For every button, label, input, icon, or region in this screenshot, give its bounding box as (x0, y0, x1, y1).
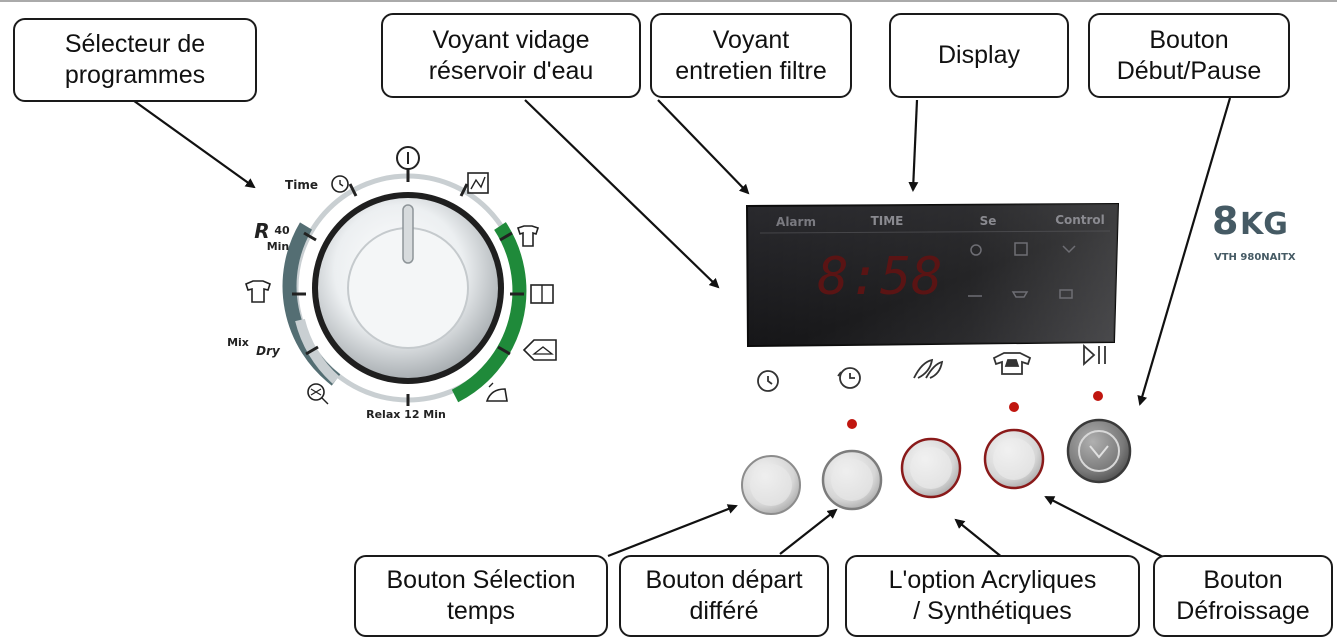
dial-r40-unit: Min (267, 240, 290, 253)
callout-anti-crease: Bouton Défroissage (1153, 555, 1333, 637)
display-alarm-label: Alarm (776, 215, 816, 229)
display-digits: 8:58 (817, 247, 942, 307)
dial-dry-label: Dry (256, 344, 281, 358)
shirt-icon (516, 225, 540, 247)
arrow-display (908, 99, 919, 192)
anti-crease-button[interactable] (983, 428, 1045, 490)
callout-start-pause: Bouton Début/Pause (1088, 13, 1290, 98)
callout-arrows (129, 97, 1232, 559)
start-pause-button[interactable] (1066, 418, 1132, 484)
arrow-anti-crease (1044, 496, 1166, 559)
display-control-label: Control (1055, 213, 1105, 227)
clock-icon (757, 370, 779, 392)
display-time-label: TIME (871, 214, 904, 228)
dial-pointer (402, 204, 414, 264)
dial-mix-label: Mix (227, 336, 249, 349)
dial-ticks (292, 168, 524, 406)
shirt-iron-icon (992, 352, 1032, 375)
led-start-pause (1093, 391, 1103, 401)
delay-start-button[interactable] (821, 449, 883, 511)
arrow-filter (657, 99, 750, 195)
led-anti-crease (1009, 402, 1019, 412)
tshirt-icon (245, 280, 271, 303)
arrow-acrylic (954, 518, 1004, 559)
arrow-program-selector (129, 97, 256, 189)
acrylic-synthetic-button[interactable] (900, 437, 962, 499)
led-delay-start (847, 419, 857, 429)
synthetics-icon (467, 172, 489, 194)
dial-light-segment (295, 318, 340, 384)
callout-delay-start: Bouton départ différé (619, 555, 829, 637)
brand-capacity-unit: KG (1240, 207, 1288, 242)
timer-clock-icon (331, 175, 349, 193)
dial-green-segment (451, 222, 527, 403)
program-dial[interactable]: Time R 40 Min Mix Dry Relax 12 Min (227, 146, 557, 421)
dial-relax-label: Relax 12 Min (366, 408, 446, 421)
feather-icon (913, 358, 944, 379)
brand-capacity-number: 8 (1212, 199, 1238, 243)
callout-program-selector: Sélecteur de programmes (13, 18, 257, 102)
brand-model: VTH 980NAITX (1214, 252, 1296, 263)
arrow-delay-start (779, 508, 838, 555)
dial-r40-num: 40 (274, 224, 290, 237)
callout-time-select: Bouton Sélection temps (354, 555, 608, 637)
hanger-icon (522, 339, 557, 361)
arrow-time-select (607, 504, 738, 558)
callout-filter-light: Voyant entretien filtre (650, 13, 852, 98)
delay-start-icon (837, 367, 861, 389)
callout-acrylic-option: L'option Acryliques / Synthétiques (845, 555, 1140, 637)
dial-time-label: Time (285, 178, 318, 192)
callout-water-tank-light: Voyant vidage réservoir d'eau (381, 13, 641, 98)
arrow-water-tank (524, 99, 720, 289)
display-symbol-icons (968, 242, 1076, 299)
play-pause-icon (1083, 343, 1106, 367)
callout-display: Display (889, 13, 1069, 98)
lcd-display: Alarm TIME Se Control 8:58 (745, 202, 1120, 348)
arrow-start-pause (1137, 97, 1232, 406)
book-icon (530, 284, 554, 304)
dial-r-label: R (254, 219, 269, 243)
wool-icon (307, 383, 329, 405)
power-icon (396, 146, 420, 170)
time-select-button[interactable] (741, 455, 801, 515)
iron-icon (485, 382, 508, 402)
display-sensor-label: Se (980, 214, 997, 228)
